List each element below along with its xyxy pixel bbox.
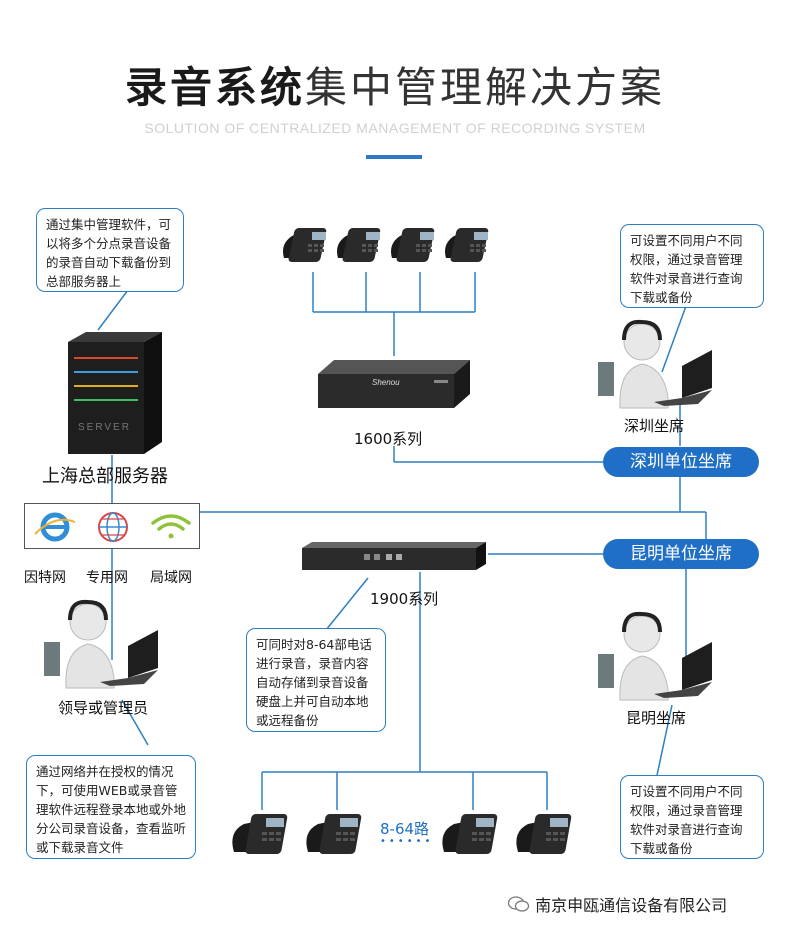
callout-text: 通过集中管理软件，可以将多个分点录音设备的录音自动下载备份到总部服务器上 <box>46 217 172 289</box>
operator-icon <box>598 611 712 701</box>
title-light: 集中管理解决方案 <box>305 63 666 112</box>
recorder-1900 <box>302 540 488 572</box>
network-label-internet: 因特网 <box>24 570 66 586</box>
shenzhen-unit-pill: 深圳单位坐席 <box>603 447 759 477</box>
recorder-box-icon <box>318 360 470 408</box>
kunming-seat <box>598 610 722 702</box>
recorder-1600: Shenou <box>314 356 474 414</box>
lines-count-label: 8-64路 <box>380 820 430 838</box>
desk-phone-icon <box>283 228 489 262</box>
bottom-phone-2 <box>302 802 372 860</box>
lines-dots: •••••• <box>380 836 434 847</box>
bottom-phone-3 <box>438 802 508 860</box>
callout-user-permissions-bottom: 可设置不同用户不同权限，通过录音管理软件对录音进行查询下载或备份 <box>620 775 764 859</box>
callout-text: 可同时对8-64部电话进行录音，录音内容自动存储到录音设备硬盘上并可自动本地或远… <box>256 637 372 728</box>
leader-seat <box>44 598 168 690</box>
seat-kunming-label: 昆明坐席 <box>626 709 687 727</box>
desk-phone-icon <box>232 814 288 854</box>
leader-label: 领导或管理员 <box>58 699 149 717</box>
server-icon <box>68 332 162 454</box>
network-label-private: 专用网 <box>86 570 128 586</box>
private-network-icon <box>98 512 128 542</box>
shenzhen-seat <box>598 318 722 410</box>
footer-watermark: 南京申瓯通信设备有限公司 <box>507 892 728 916</box>
seat-shenzhen-label: 深圳坐席 <box>624 417 685 435</box>
kunming-unit-pill: 昆明单位坐席 <box>603 539 759 569</box>
operator-icon <box>44 599 158 689</box>
desk-phone-icon <box>306 814 362 854</box>
desk-phone-icon <box>516 814 572 854</box>
server-text: SERVER <box>78 422 131 433</box>
network-label-lan: 局域网 <box>150 570 192 586</box>
top-phones <box>278 214 508 274</box>
company-name: 南京申瓯通信设备有限公司 <box>535 896 728 915</box>
internet-icon <box>34 512 76 542</box>
server: SERVER <box>58 330 170 458</box>
callout-user-permissions-top: 可设置不同用户不同权限，通过录音管理软件对录音进行查询下载或备份 <box>620 224 764 308</box>
page-subtitle: SOLUTION OF CENTRALIZED MANAGEMENT OF RE… <box>144 120 646 136</box>
bottom-phone-4 <box>512 802 582 860</box>
desk-phone-icon <box>442 814 498 854</box>
callout-central-management: 通过集中管理软件，可以将多个分点录音设备的录音自动下载备份到总部服务器上 <box>36 208 184 292</box>
device-brand: Shenou <box>372 378 400 387</box>
device-1900-label: 1900系列 <box>370 590 439 608</box>
callout-text: 通过网络并在授权的情况下，可使用WEB或录音管理软件远程登录本地或外地分公司录音… <box>36 764 187 855</box>
title-bold: 录音系统 <box>124 63 305 112</box>
callout-text: 可设置不同用户不同权限，通过录音管理软件对录音进行查询下载或备份 <box>630 784 743 856</box>
page-title: 录音系统集中管理解决方案 <box>0 54 790 115</box>
server-label: 上海总部服务器 <box>42 466 168 487</box>
callout-text: 可设置不同用户不同权限，通过录音管理软件对录音进行查询下载或备份 <box>630 233 743 305</box>
device-1600-label: 1600系列 <box>354 430 423 448</box>
operator-icon <box>598 319 712 409</box>
network-icons <box>34 512 191 542</box>
wifi-icon <box>151 514 191 539</box>
rack-recorder-icon <box>302 542 486 570</box>
accent-bar <box>366 155 422 159</box>
network-box <box>24 503 200 549</box>
callout-remote-access: 通过网络并在授权的情况下，可使用WEB或录音管理软件远程登录本地或外地分公司录音… <box>26 755 196 859</box>
callout-recording-capacity: 可同时对8-64部电话进行录音，录音内容自动存储到录音设备硬盘上并可自动本地或远… <box>246 628 386 732</box>
wechat-icon <box>507 896 530 912</box>
bottom-phone-1 <box>228 802 298 860</box>
